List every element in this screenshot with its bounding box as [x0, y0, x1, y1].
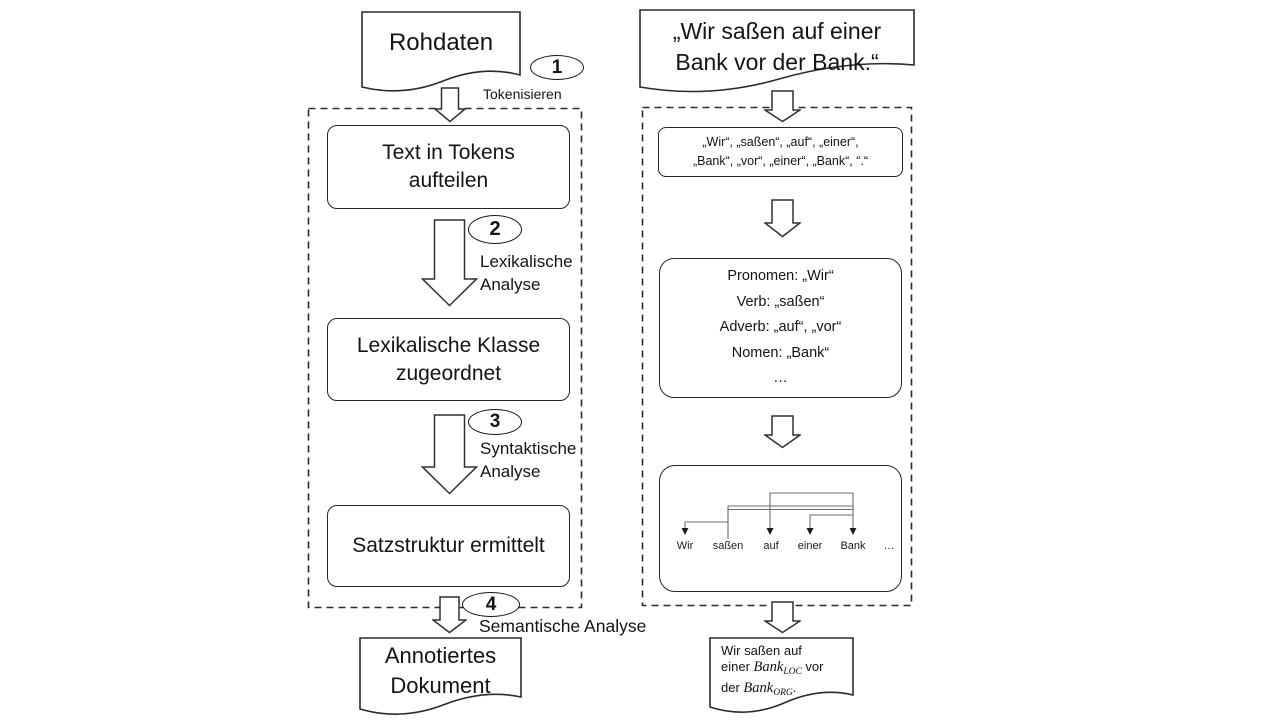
process-box-lexical: Lexikalische Klasse zugeordnet	[327, 318, 570, 401]
step-1-label: Tokenisieren	[483, 86, 562, 102]
step-4-number: 4	[485, 593, 497, 615]
right-arrow-tree-icon	[764, 415, 801, 449]
line2-suffix: vor	[801, 659, 824, 674]
annotated-document-label: Annotiertes Dokument	[359, 641, 522, 701]
line2-prefix: einer	[721, 659, 754, 674]
process-box-syntax: Satzstruktur ermittelt	[327, 505, 570, 587]
pos-line-ellipsis: …	[773, 370, 788, 387]
down-arrow-icon	[432, 596, 467, 634]
line2-loc-subscript: LOC	[783, 667, 802, 677]
annotated-sentence-text: Wir saßen auf einer BankLOC vor der Bank…	[721, 643, 849, 701]
process-box-tokenize-line1: Text in Tokens	[382, 141, 515, 164]
pos-line-verb: Verb: „saßen“	[736, 293, 825, 310]
tree-word-einer: einer	[798, 540, 823, 552]
step-2-number: 2	[489, 218, 501, 240]
tree-arrowhead-einer	[806, 528, 814, 535]
tokens-line1: „Wir“, „saßen“, „auf“, „einer“,	[702, 135, 859, 149]
tree-word-auf: auf	[763, 540, 779, 552]
pos-line-pronomen: Pronomen: „Wir“	[727, 268, 834, 285]
annotated-document-line2: Dokument	[390, 673, 491, 698]
right-arrow-pos-icon	[764, 199, 801, 238]
process-box-tokenize: Text in Tokens aufteilen	[327, 125, 570, 209]
document-outline	[361, 11, 521, 92]
tree-line-auf-bank	[769, 492, 854, 528]
parse-tree-box	[659, 465, 902, 592]
line3-org-subscript: ORG	[773, 688, 793, 698]
pos-line-adverb: Adverb: „auf“, „vor“	[719, 319, 842, 336]
step-4-badge: 4	[462, 592, 520, 617]
rohdaten-document-shape	[361, 11, 521, 92]
tree-word-wir: Wir	[677, 540, 694, 552]
rohdaten-label: Rohdaten	[388, 29, 494, 56]
input-sentence-document-shape	[639, 9, 915, 93]
annotated-sentence-line1: Wir saßen auf	[721, 643, 849, 659]
line3-prefix: der	[721, 680, 744, 695]
pos-output-box: Pronomen: „Wir“ Verb: „saßen“ Adverb: „a…	[659, 258, 902, 398]
tree-line-einer-bank	[809, 514, 853, 528]
annotated-document-line1: Annotiertes	[384, 643, 497, 668]
input-sentence-text: „Wir saßen auf einer Bank vor der Bank.“	[639, 16, 915, 78]
step-2-label-line2: Analyse	[480, 275, 541, 294]
line3-bank-italic: Bank	[743, 680, 774, 696]
line2-bank-italic: Bank	[753, 659, 784, 675]
document-outline	[359, 637, 522, 715]
process-box-lexical-line2: zugeordnet	[395, 361, 502, 385]
step-2-label-line1: Lexikalische	[480, 252, 573, 271]
down-arrow-icon	[764, 601, 801, 634]
process-box-tokenize-line2: aufteilen	[408, 169, 489, 192]
step-3-label-line1: Syntaktische	[480, 439, 577, 458]
step-3-badge: 3	[468, 409, 522, 435]
step-1-badge: 1	[530, 55, 584, 80]
parse-tree-svg: Wir saßen auf einer Bank …	[677, 492, 895, 552]
input-sentence-line2: Bank vor der Bank.“	[675, 49, 879, 75]
right-arrow-result-icon	[764, 601, 801, 634]
tree-word-sassen: saßen	[713, 540, 744, 552]
tokens-output-box: „Wir“, „saßen“, „auf“, „einer“, „Bank“, …	[658, 127, 903, 177]
line3-period: .	[792, 680, 797, 695]
tree-arrowhead-auf	[766, 528, 774, 535]
annotated-sentence-document-shape	[709, 637, 854, 713]
arrow-syntactic-icon	[421, 414, 478, 495]
annotated-sentence-line3: der BankORG.	[721, 680, 849, 701]
arrow-lexical-icon	[421, 219, 478, 307]
down-arrow-icon	[764, 415, 801, 449]
tree-word-ellipsis: …	[884, 540, 895, 552]
step-3-label: Syntaktische Analyse	[480, 437, 576, 483]
annotated-sentence-line2: einer BankLOC vor	[721, 659, 849, 680]
down-arrow-icon	[434, 87, 466, 123]
step-4-label: Semantische Analyse	[479, 616, 647, 636]
down-arrow-icon	[764, 199, 801, 238]
down-arrow-icon	[764, 90, 801, 123]
tokens-line2: „Bank“, „vor“, „einer“, „Bank“, “.“	[692, 154, 869, 168]
tree-arrowhead-wir	[681, 528, 689, 535]
step-3-label-line2: Analyse	[480, 462, 541, 481]
step-1-number: 1	[551, 56, 563, 78]
down-arrow-icon	[421, 219, 478, 307]
tree-line-wir-sassen	[684, 521, 728, 528]
down-arrow-icon	[421, 414, 478, 495]
right-arrow-tokens-icon	[764, 90, 801, 123]
document-outline	[709, 637, 854, 713]
annotated-document-shape	[359, 637, 522, 715]
tree-arrowhead-bank	[849, 528, 857, 535]
pos-line-nomen: Nomen: „Bank“	[731, 344, 830, 361]
step-3-number: 3	[489, 411, 501, 432]
step-2-badge: 2	[468, 215, 522, 244]
arrow-semantic-icon	[432, 596, 467, 634]
tree-word-bank: Bank	[840, 540, 866, 552]
arrow-tokenize-icon	[434, 87, 466, 123]
input-sentence-line1: „Wir saßen auf einer	[672, 18, 882, 44]
process-box-lexical-line1: Lexikalische Klasse	[356, 333, 541, 357]
step-2-label: Lexikalische Analyse	[480, 250, 573, 296]
annotated-sentence-line1-text: Wir saßen auf	[721, 643, 802, 658]
document-outline	[639, 9, 915, 93]
process-box-syntax-line1: Satzstruktur ermittelt	[352, 534, 545, 557]
